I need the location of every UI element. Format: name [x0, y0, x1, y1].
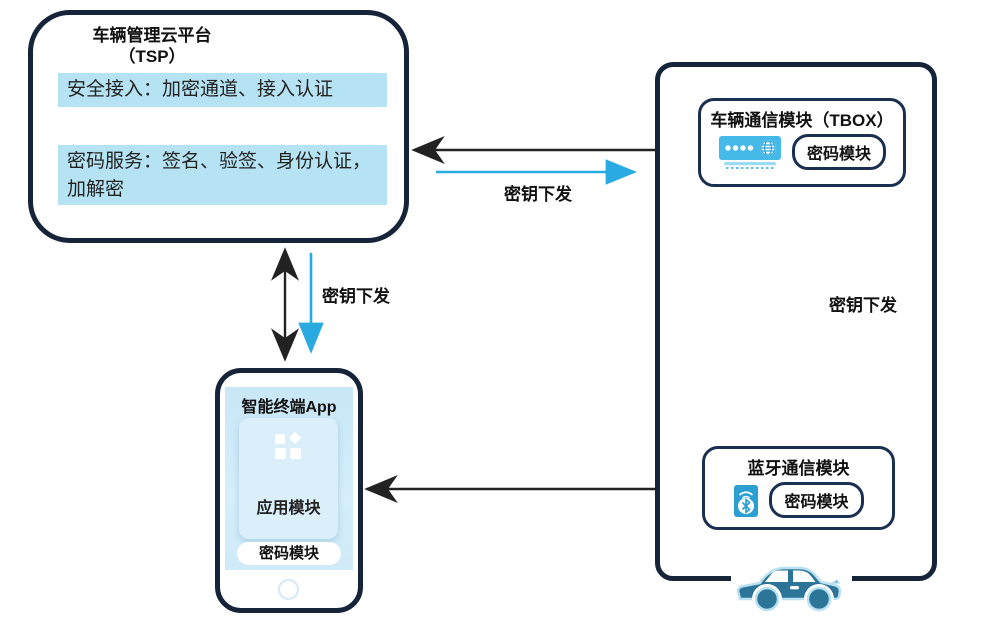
- phone-crypto-module-pill: 密码模块: [237, 542, 341, 565]
- key-label-tsp-app: 密钥下发: [322, 287, 390, 306]
- key-label-tsp-tbox: 密钥下发: [504, 185, 572, 204]
- bluetooth-title: 蓝牙通信模块: [747, 459, 850, 478]
- bluetooth-icon: [734, 485, 759, 517]
- key-label-tbox-bluetooth: 密钥下发: [829, 296, 897, 315]
- car-icon: [736, 566, 842, 614]
- tsp-crypto-service-highlight: 密码服务：签名、验签、身份认证，加解密: [58, 145, 387, 205]
- tbox-crypto-module-pill: 密码模块: [791, 134, 886, 170]
- modem-device-icon: [718, 136, 781, 169]
- home-button-circle: [278, 579, 299, 600]
- tsp-title-line2: （TSP）: [118, 47, 186, 66]
- app-module-panel: 应用模块: [239, 418, 338, 539]
- tsp-title-line1: 车辆管理云平台: [92, 26, 212, 45]
- tsp-title: 车辆管理云平台 （TSP）: [47, 25, 257, 67]
- app-grid-icon: [274, 432, 301, 459]
- app-module-label: 应用模块: [256, 500, 321, 517]
- tbox-title: 车辆通信模块（TBOX）: [710, 111, 894, 130]
- tbox-module: 车辆通信模块（TBOX） 密码模块: [698, 98, 906, 187]
- smart-terminal-phone: 智能终端App 应用模块 密码模块: [215, 368, 363, 613]
- phone-screen: 智能终端App 应用模块 密码模块: [225, 387, 353, 570]
- tsp-cloud-platform-box: 车辆管理云平台 （TSP） 安全接入：加密通道、接入认证 密码服务：签名、验签、…: [28, 10, 409, 243]
- bluetooth-crypto-module-pill: 密码模块: [769, 482, 864, 518]
- phone-app-title: 智能终端App: [241, 399, 337, 416]
- tsp-secure-access-highlight: 安全接入：加密通道、接入认证: [58, 73, 387, 107]
- bluetooth-module: 蓝牙通信模块 密码模块: [702, 446, 895, 530]
